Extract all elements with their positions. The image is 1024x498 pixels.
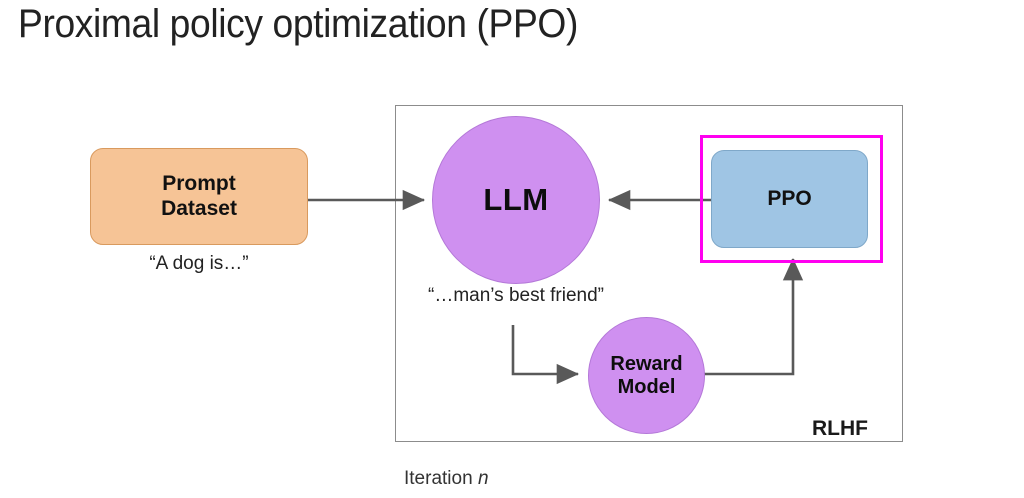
- node-reward-model[interactable]: Reward Model: [588, 317, 705, 434]
- caption-llm-output: “…man’s best friend”: [428, 285, 604, 306]
- node-prompt-dataset-line1: Prompt: [162, 171, 236, 195]
- node-reward-model-line2: Model: [617, 375, 676, 398]
- ppo-highlight-rectangle: [700, 135, 883, 263]
- page-title: Proximal policy optimization (PPO): [18, 2, 579, 46]
- node-llm-label: LLM: [483, 182, 549, 218]
- caption-prompt-example: “A dog is…”: [149, 253, 249, 274]
- rlhf-label: RLHF: [812, 417, 868, 440]
- node-ppo[interactable]: PPO: [711, 150, 868, 248]
- node-ppo-label: PPO: [767, 186, 812, 210]
- node-prompt-dataset-line2: Dataset: [161, 196, 237, 220]
- node-llm[interactable]: LLM: [432, 116, 600, 284]
- node-prompt-dataset[interactable]: Prompt Dataset: [90, 148, 308, 245]
- node-reward-model-line1: Reward: [610, 352, 683, 375]
- caption-iteration-variable: n: [477, 468, 489, 489]
- caption-iteration: Iteration n: [404, 468, 489, 490]
- rlhf-boundary-box: [395, 105, 903, 442]
- caption-iteration-prefix: Iteration: [404, 468, 478, 489]
